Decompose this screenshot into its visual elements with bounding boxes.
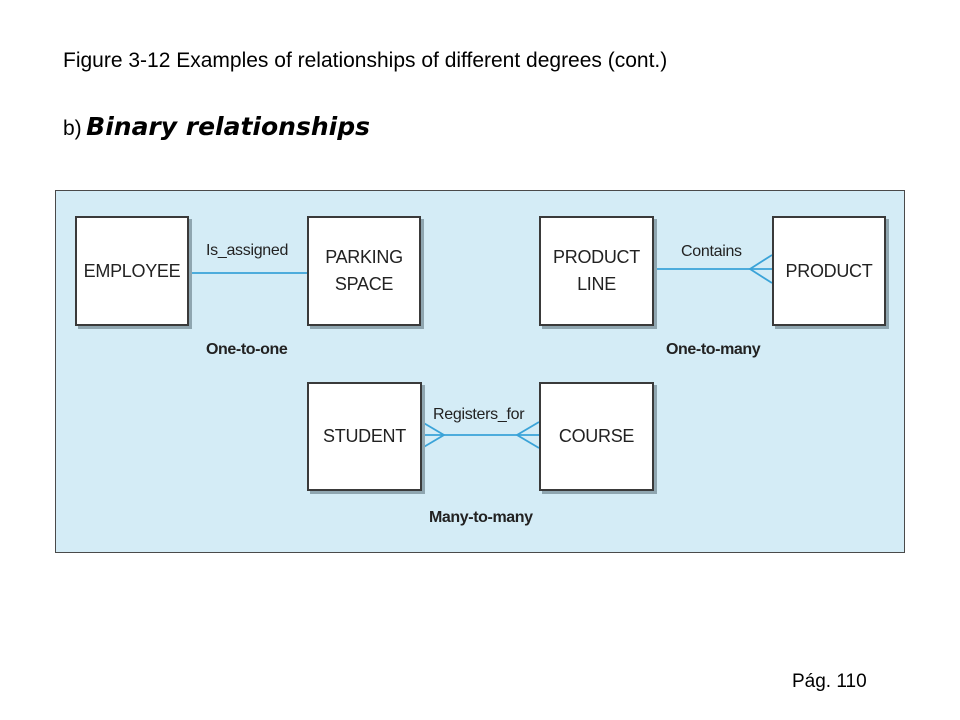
entity-student: STUDENT xyxy=(307,382,422,491)
entity-product-line: PRODUCT LINE xyxy=(539,216,654,326)
figure-title: Figure 3-12 Examples of relationships of… xyxy=(63,49,668,72)
figure-subtitle: b) Binary relationships xyxy=(63,112,370,141)
relationship-label-is-assigned: Is_assigned xyxy=(206,242,289,259)
degree-label-many-to-many: Many-to-many xyxy=(429,509,533,526)
entity-product: PRODUCT xyxy=(772,216,886,326)
registers-for-crows-foot-course xyxy=(515,421,540,449)
entity-parking-space: PARKING SPACE xyxy=(307,216,421,326)
subtitle-prefix: b) xyxy=(63,117,82,140)
entity-employee: EMPLOYEE xyxy=(75,216,189,326)
contains-crows-foot xyxy=(748,254,773,284)
page-number: Pág. 110 xyxy=(792,671,867,692)
relationship-label-registers-for: Registers_for xyxy=(433,406,525,423)
relationship-lines xyxy=(189,254,773,449)
degree-label-one-to-one: One-to-one xyxy=(206,341,288,358)
er-diagram-panel: EMPLOYEE PARKING SPACE PRODUCT LINE PROD… xyxy=(55,190,905,553)
entity-course: COURSE xyxy=(539,382,654,491)
registers-for-crows-foot-student xyxy=(421,421,446,449)
subtitle-emphasis: Binary relationships xyxy=(86,112,371,141)
relationship-label-contains: Contains xyxy=(681,243,742,260)
degree-label-one-to-many: One-to-many xyxy=(666,341,761,358)
